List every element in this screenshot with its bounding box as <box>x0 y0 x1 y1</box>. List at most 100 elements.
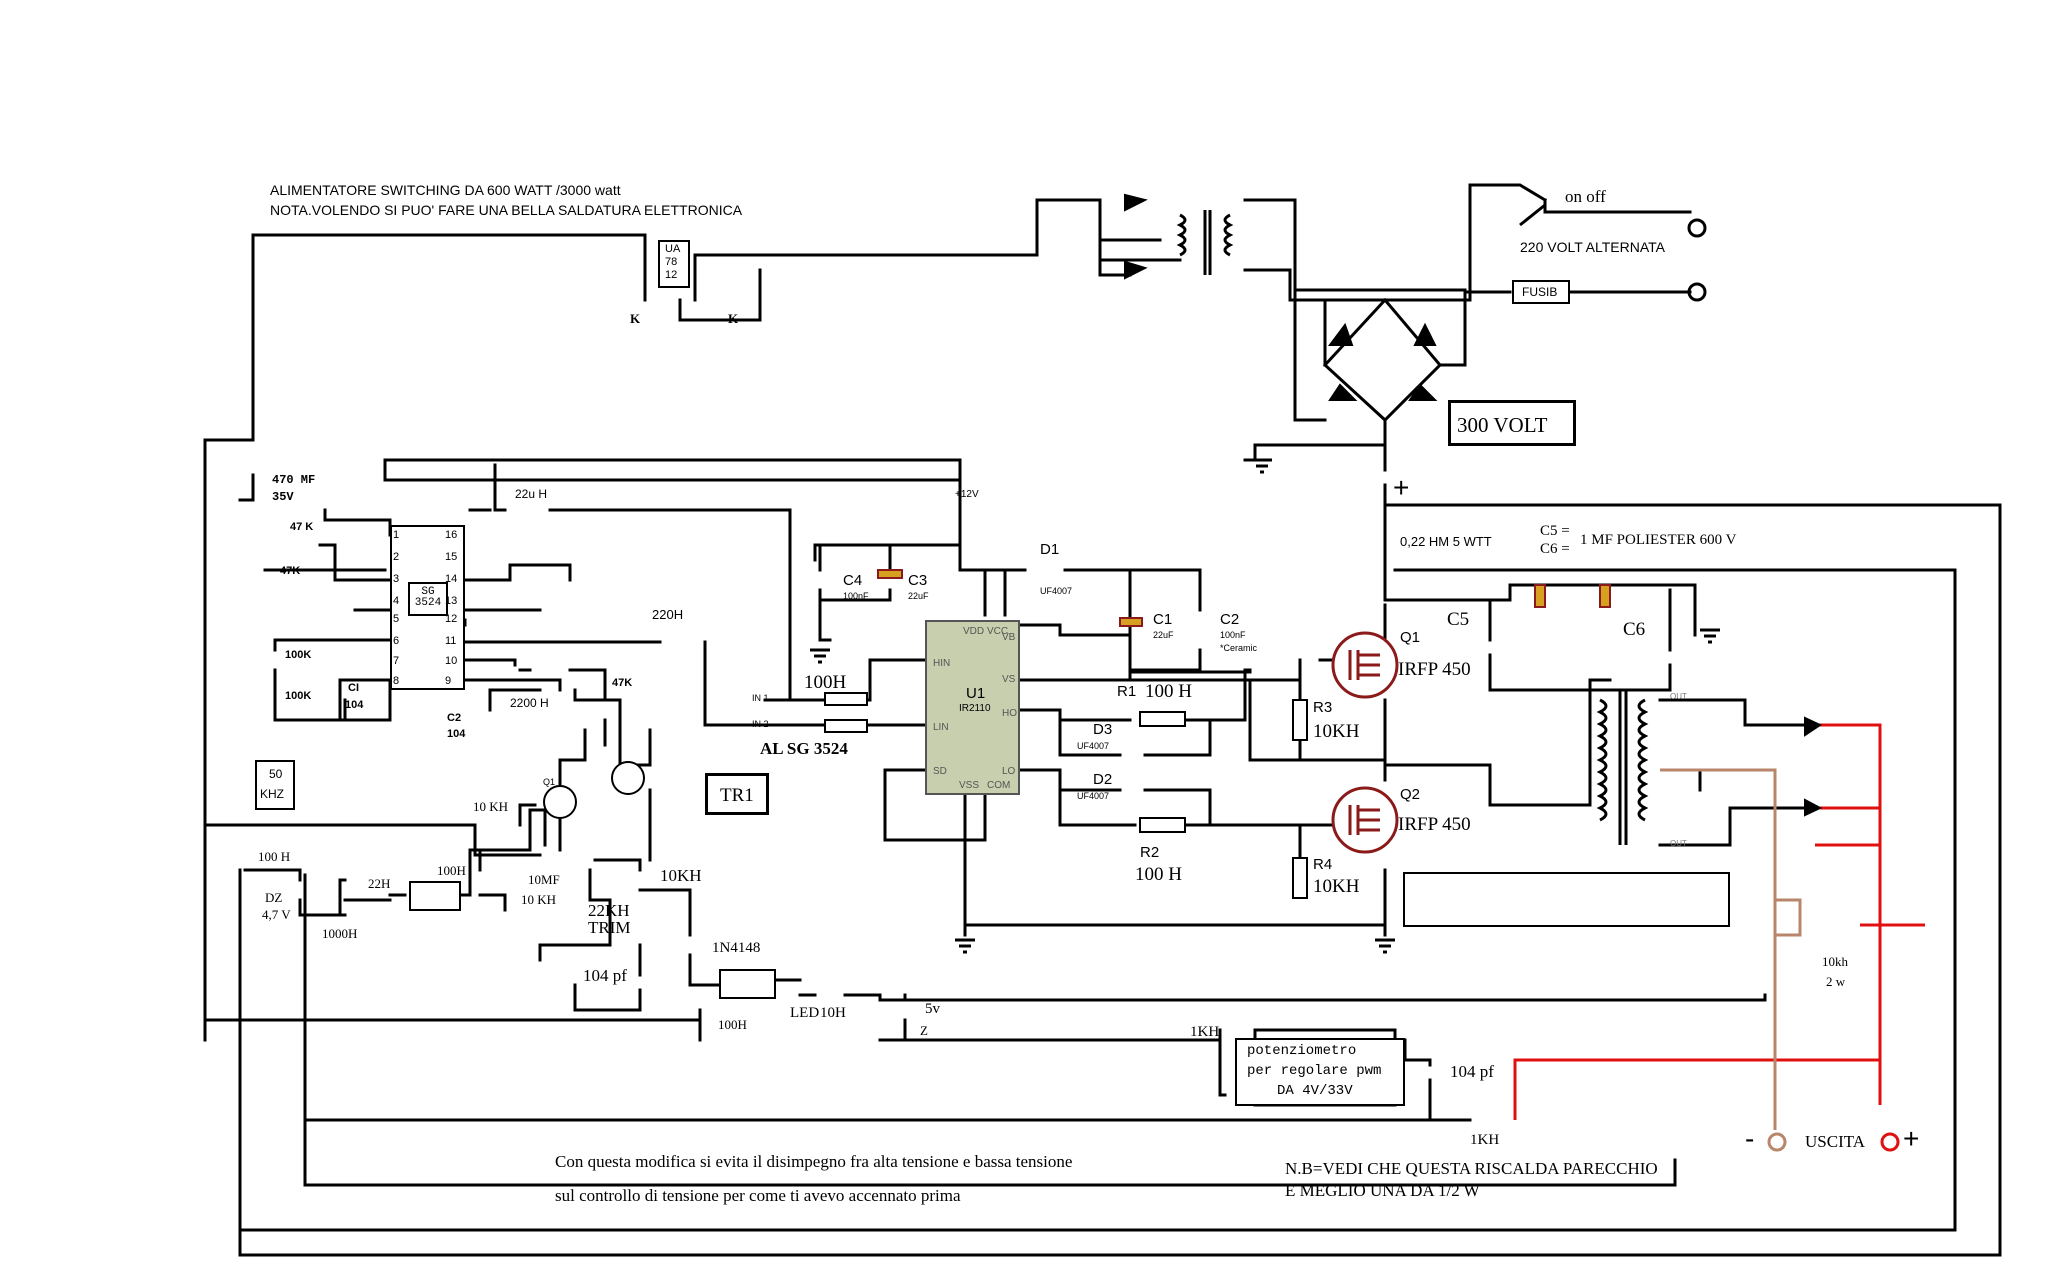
wire-sg-top <box>383 458 962 487</box>
d1-part: UF4007 <box>1040 586 1073 596</box>
bridge-diode-2 <box>1413 322 1437 346</box>
wire-47k-top <box>323 508 392 522</box>
header-title: ALIMENTATORE SWITCHING DA 600 WATT /3000… <box>270 182 621 198</box>
wire-sg-left <box>333 518 392 537</box>
gnd-5 <box>810 648 830 664</box>
led-label: LED <box>790 1005 820 1021</box>
wire-sec-bot <box>1658 806 1817 847</box>
rail-plus-sign: + <box>1393 472 1410 503</box>
res-47k-a: 47 K <box>290 521 314 533</box>
wire-red-1 <box>1820 723 1882 1105</box>
wire-gnd-bus <box>963 923 1387 937</box>
d2-part: UF4007 <box>1077 791 1110 801</box>
zener-5v: 5v <box>925 1001 940 1017</box>
resistor-r4 <box>1292 857 1308 899</box>
tr1-label: TR1 <box>720 785 754 806</box>
wire-to-fuse <box>1293 283 1512 294</box>
res-22h: 22H <box>368 876 391 891</box>
wire-vb <box>1018 623 1132 637</box>
wire-to-1n4148 <box>638 888 692 937</box>
wire-sec-mid <box>1688 768 1702 792</box>
cap-c2-a: C2 <box>447 712 462 724</box>
sg3524-name-box: SG 3524 <box>408 582 448 616</box>
sg3524-chip: SG 3524 <box>390 525 465 690</box>
res-47k-c: 47K <box>612 677 633 689</box>
wire-1n4148 <box>688 953 717 987</box>
pin-hin: HIN <box>933 658 951 669</box>
out-term-plus <box>1880 1132 1900 1152</box>
sg-pin-10: 10 <box>445 655 458 667</box>
rect-diode-top <box>1124 193 1148 212</box>
sg-pin-8: 8 <box>393 675 400 687</box>
ir2110-part: IR2110 <box>959 703 991 714</box>
wire-opto1 <box>388 848 482 897</box>
c2-label: C2 <box>1220 611 1240 628</box>
wire-bridge-bot <box>1253 418 1387 462</box>
sg-pin-13: 13 <box>445 595 458 607</box>
optocoupler-1 <box>409 881 461 911</box>
c5c6-val: 1 MF POLIESTER 600 V <box>1580 532 1737 548</box>
pin-vs: VS <box>1002 674 1016 685</box>
q2-part: IRFP 450 <box>1398 814 1471 835</box>
q1-label: Q1 <box>1400 629 1421 646</box>
wire-pot-body <box>1218 1033 1227 1097</box>
freq-l1: 50 <box>269 767 283 781</box>
zener-z: Z <box>920 1023 928 1038</box>
wire-rail-right <box>1383 503 2002 1257</box>
mains-term-2 <box>1687 282 1707 302</box>
pot-l1: potenziometro <box>1247 1043 1357 1059</box>
wire-pin2 <box>318 543 392 582</box>
pin-vb: VB <box>1002 632 1016 643</box>
resistor-r2 <box>1139 817 1186 833</box>
wire-red-5 <box>1513 1058 1880 1120</box>
wire-trim-bot <box>538 898 612 962</box>
xfmr-coil-secondary <box>1223 213 1234 257</box>
cap-ci-b: 104 <box>345 699 364 711</box>
wire-xfmr-b <box>1098 238 1162 277</box>
plus12v-label: +12V <box>955 489 979 500</box>
reg-l3: 12 <box>665 269 678 281</box>
wire-to-in2 <box>703 640 782 727</box>
wire-reg-top <box>251 233 647 302</box>
wire-reg-out <box>678 268 762 322</box>
wire-q1-to-tr <box>558 728 587 762</box>
sg-pin-4: 4 <box>393 595 400 607</box>
pin-lo: LO <box>1002 766 1016 777</box>
output-label: USCITA <box>1805 1132 1866 1151</box>
pot-l3: DA 4V/33V <box>1277 1083 1353 1099</box>
wire-c4c3-top <box>813 543 962 572</box>
cap-470-l2: 35V <box>272 490 294 504</box>
bridge-diode-1 <box>1328 322 1354 346</box>
optocoupler-2 <box>719 969 776 999</box>
sg-pin-7: 7 <box>393 655 400 667</box>
wire-vs <box>1018 678 1387 762</box>
res-10h: 10H <box>820 1005 846 1021</box>
wire-5v <box>878 993 907 1042</box>
wire-r2-out <box>1183 823 1302 862</box>
r4-val: 10KH <box>1313 876 1360 897</box>
output-minus: - <box>1745 1123 1755 1154</box>
sg-pin-14: 14 <box>445 573 458 585</box>
wire-rail-top2 <box>238 568 1957 1232</box>
cap-10mf: 10MF <box>528 872 560 887</box>
note-nb-l1: N.B=VEDI CHE QUESTA RISCALDA PARECCHIO <box>1285 1159 1658 1178</box>
regulator-box: UA 78 12 <box>658 240 690 288</box>
c3-val: 22uF <box>908 591 929 601</box>
wire-vdd-vcc <box>958 568 987 617</box>
bridge-diamond <box>1322 297 1443 423</box>
output-plus: + <box>1903 1123 1920 1154</box>
res-100h-b: 100H <box>437 863 466 878</box>
mains-voltage-label: 220 VOLT ALTERNATA <box>1520 239 1665 255</box>
wire-c4c3-bot <box>818 598 892 642</box>
sg-pin-2: 2 <box>393 551 400 563</box>
wire-xfmr-d <box>1243 183 1548 302</box>
wire-1000h <box>298 878 347 917</box>
cap-104pf-a: 104 pf <box>583 966 627 985</box>
wire-10kh-a <box>518 803 537 827</box>
mosfet-q2-sym <box>1348 805 1380 835</box>
q1-small-label: Q1 <box>543 777 556 787</box>
wire-xfmr-a <box>1035 198 1182 262</box>
wire-dz <box>298 868 347 917</box>
res-100h-a: 100 H <box>258 849 291 864</box>
